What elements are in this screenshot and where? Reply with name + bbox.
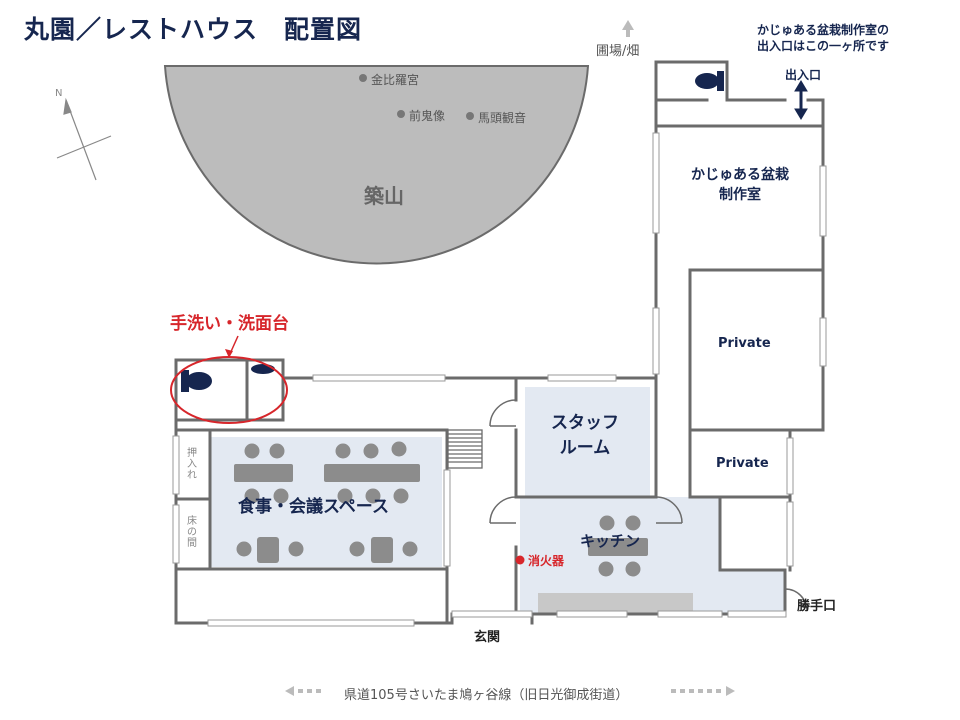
- doors: [489, 399, 808, 612]
- hill-item-dot: [359, 74, 367, 82]
- page-title: 丸園／レストハウス 配置図: [24, 15, 363, 44]
- road-label: 県道105号さいたま鳩ヶ谷線（旧日光御成街道）: [344, 688, 629, 703]
- kitchen-table: [588, 515, 648, 577]
- note-line-2: 出入口はこの一ヶ所です: [756, 39, 889, 53]
- arrow-up-stem: [626, 29, 630, 37]
- workshop-line-2: 制作室: [719, 187, 761, 203]
- hill-item-zenki: 前鬼像: [409, 109, 446, 123]
- windows: [172, 132, 827, 627]
- entrance-arrow-icon: [794, 80, 808, 120]
- room-kitchen-label: キッチン: [580, 532, 641, 550]
- hill-item-konpira: 金比羅宮: [371, 73, 420, 87]
- room-dining-label: 食事・会議スペース: [238, 497, 389, 517]
- room-staff-label: スタッフ ルーム: [540, 411, 630, 461]
- hill-item-bato: 馬頭観音: [478, 111, 527, 125]
- extinguisher-label: 消火器: [528, 554, 565, 568]
- room-tokonoma-label: 床の間: [187, 516, 197, 549]
- arrow-up-icon: [622, 20, 634, 30]
- toilet-icon: [695, 71, 724, 91]
- hill-shape: [163, 65, 590, 265]
- note-line-1: かじゅある盆栽制作室の: [756, 23, 889, 37]
- room-backdoor-label: 勝手口: [797, 599, 837, 614]
- toilet-icon: [181, 370, 212, 392]
- washbasin-label: 手洗い・洗面台: [170, 314, 289, 334]
- hill-label: 築山: [364, 184, 404, 208]
- compass-icon: [56, 97, 112, 181]
- room-private-2-label: Private: [716, 456, 769, 471]
- washbasin-icon: [251, 364, 275, 374]
- extinguisher-icon: [515, 555, 525, 565]
- workshop-entrance-note: かじゅある盆栽制作室の 出入口はこの一ヶ所です: [738, 22, 908, 54]
- room-genkan-label: 玄関: [474, 630, 501, 645]
- dining-furniture: [234, 441, 420, 563]
- room-oshiire-label: 押入れ: [187, 448, 197, 481]
- room-private-1-label: Private: [718, 336, 771, 351]
- pointer-arrow: [225, 349, 233, 358]
- hill-item-dot: [466, 112, 474, 120]
- entrance-label: 出入口: [785, 68, 822, 82]
- road-left-arrow-icon: [285, 686, 321, 696]
- staff-line-2: ルーム: [559, 438, 611, 458]
- stairs: [447, 429, 483, 469]
- garden-label: 圃場/畑: [596, 44, 640, 59]
- workshop-line-1: かじゅある盆栽: [691, 167, 789, 183]
- compass-north-label: N: [55, 88, 63, 99]
- staff-line-1: スタッフ: [551, 413, 619, 433]
- room-workshop-label: かじゅある盆栽 制作室: [670, 165, 810, 205]
- hill-item-dot: [397, 110, 405, 118]
- road-right-arrow-icon: [671, 686, 735, 696]
- counter: [538, 593, 693, 613]
